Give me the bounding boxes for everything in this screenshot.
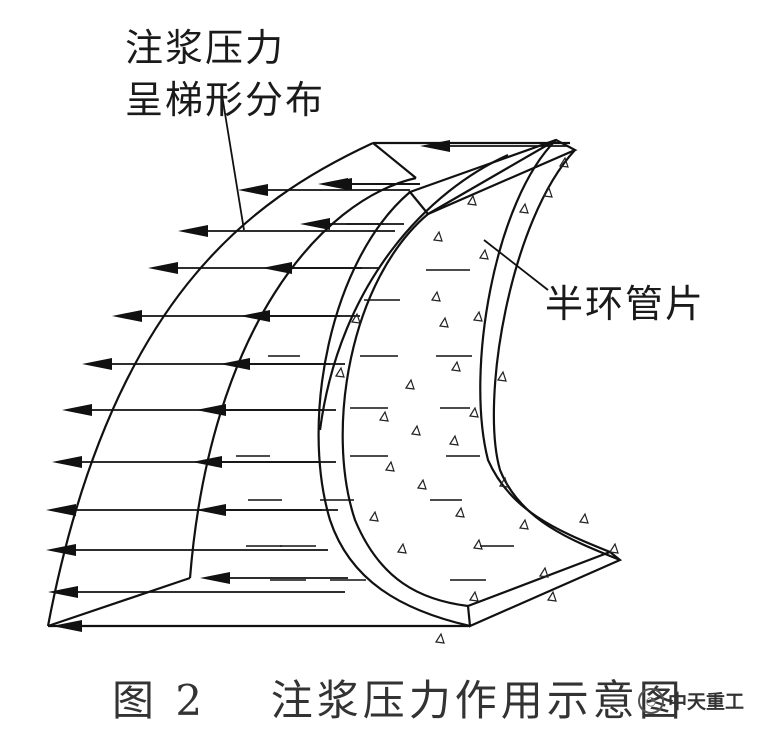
inner-pressure-arrow-head-0 [322, 178, 352, 190]
speckle-29 [496, 370, 507, 382]
speckle-15 [472, 538, 483, 550]
speckle-24 [546, 590, 557, 602]
speckle-20 [350, 312, 361, 324]
pressure-leader-line [221, 94, 245, 231]
speckle-26 [468, 590, 479, 602]
pressure-arrow-head-6 [82, 358, 112, 370]
envelope-middle-curve [188, 176, 417, 579]
envelope-top-connector [372, 142, 417, 179]
segment-leader-line [483, 239, 549, 291]
envelope-inner-curve [318, 153, 509, 431]
watermark: ◔ 中天重工 [638, 687, 744, 714]
speckle-5 [472, 310, 483, 322]
inner-pressure-arrow-head-1 [300, 218, 330, 230]
speckle-22 [468, 406, 479, 418]
inner-pressure-arrow-head-3 [240, 310, 270, 322]
speckle-18 [578, 512, 589, 524]
speckle-16 [518, 518, 529, 530]
segment-label: 半环管片 [545, 282, 706, 326]
pressure-envelope [46, 141, 570, 628]
speckle-4 [438, 316, 449, 328]
pressure-arrow-head-7 [62, 404, 92, 416]
figure-caption: 图 2 注浆压力作用示意图 [112, 676, 685, 726]
speckle-1 [466, 194, 477, 206]
segment-inner-face [341, 213, 469, 608]
speckle-10 [448, 434, 459, 446]
speckle-21 [334, 366, 345, 378]
speckle-0 [432, 230, 443, 242]
inner-pressure-arrow-head-5 [196, 404, 226, 416]
pressure-arrow-head-5 [112, 310, 142, 322]
speckle-14 [396, 542, 407, 554]
speckle-8 [378, 410, 389, 422]
wechat-logo-icon: ◔ [638, 687, 664, 714]
figure-number: 图 2 [112, 676, 207, 725]
pressure-arrow-head-9 [46, 504, 76, 516]
segment-outer-face [317, 191, 471, 628]
leader-lines [221, 94, 549, 291]
segment-top-cap [408, 138, 578, 216]
half-ring-segment [317, 138, 623, 628]
pressure-arrow-head-12 [52, 620, 82, 632]
pressure-arrow-head-0 [420, 140, 450, 152]
inner-pressure-arrow-head-8 [200, 572, 230, 584]
figure-title: 注浆压力作用示意图 [270, 676, 685, 725]
speckle-31 [430, 290, 441, 302]
speckle-12 [416, 478, 427, 490]
speckle-25 [434, 632, 445, 644]
segment-inner-top-link [427, 139, 557, 215]
speckle-19 [608, 542, 619, 554]
speckle-2 [542, 186, 553, 198]
envelope-outer-curve [46, 142, 374, 627]
pressure-label-line2: 呈梯形分布 [125, 78, 326, 122]
speckle-6 [450, 360, 461, 372]
segment-bottom-cap [466, 550, 623, 628]
speckle-7 [404, 378, 415, 390]
pressure-arrow-head-11 [48, 586, 78, 598]
pressure-arrow-head-4 [148, 262, 178, 274]
pressure-arrows [46, 140, 568, 632]
watermark-text: 中天重工 [668, 691, 745, 713]
inner-pressure-arrow-head-4 [220, 358, 250, 370]
pressure-arrow-head-3 [178, 225, 208, 237]
inner-pressure-arrow-head-2 [262, 262, 292, 274]
inner-pressure-arrow-head-7 [196, 504, 226, 516]
pressure-arrow-head-2 [238, 184, 268, 196]
pressure-label-line1: 注浆压力 [125, 26, 286, 70]
speckle-9 [410, 424, 421, 436]
speckle-28 [518, 202, 529, 214]
segment-end-outer [492, 149, 621, 562]
speckle-23 [498, 476, 509, 488]
speckle-30 [368, 510, 379, 522]
segment-end-inner [479, 139, 611, 554]
speckle-3 [478, 248, 489, 260]
speckle-13 [454, 506, 465, 518]
concrete-texture [334, 156, 619, 644]
speckle-11 [384, 460, 395, 472]
inner-pressure-arrow-head-6 [192, 456, 222, 468]
envelope-bottom-connector [47, 576, 191, 628]
speckle-17 [538, 566, 549, 578]
pressure-arrow-head-10 [46, 544, 76, 556]
pressure-distribution-label: 注浆压力 呈梯形分布 [125, 22, 325, 126]
speckle-27 [558, 156, 569, 168]
pressure-arrow-head-8 [52, 456, 82, 468]
